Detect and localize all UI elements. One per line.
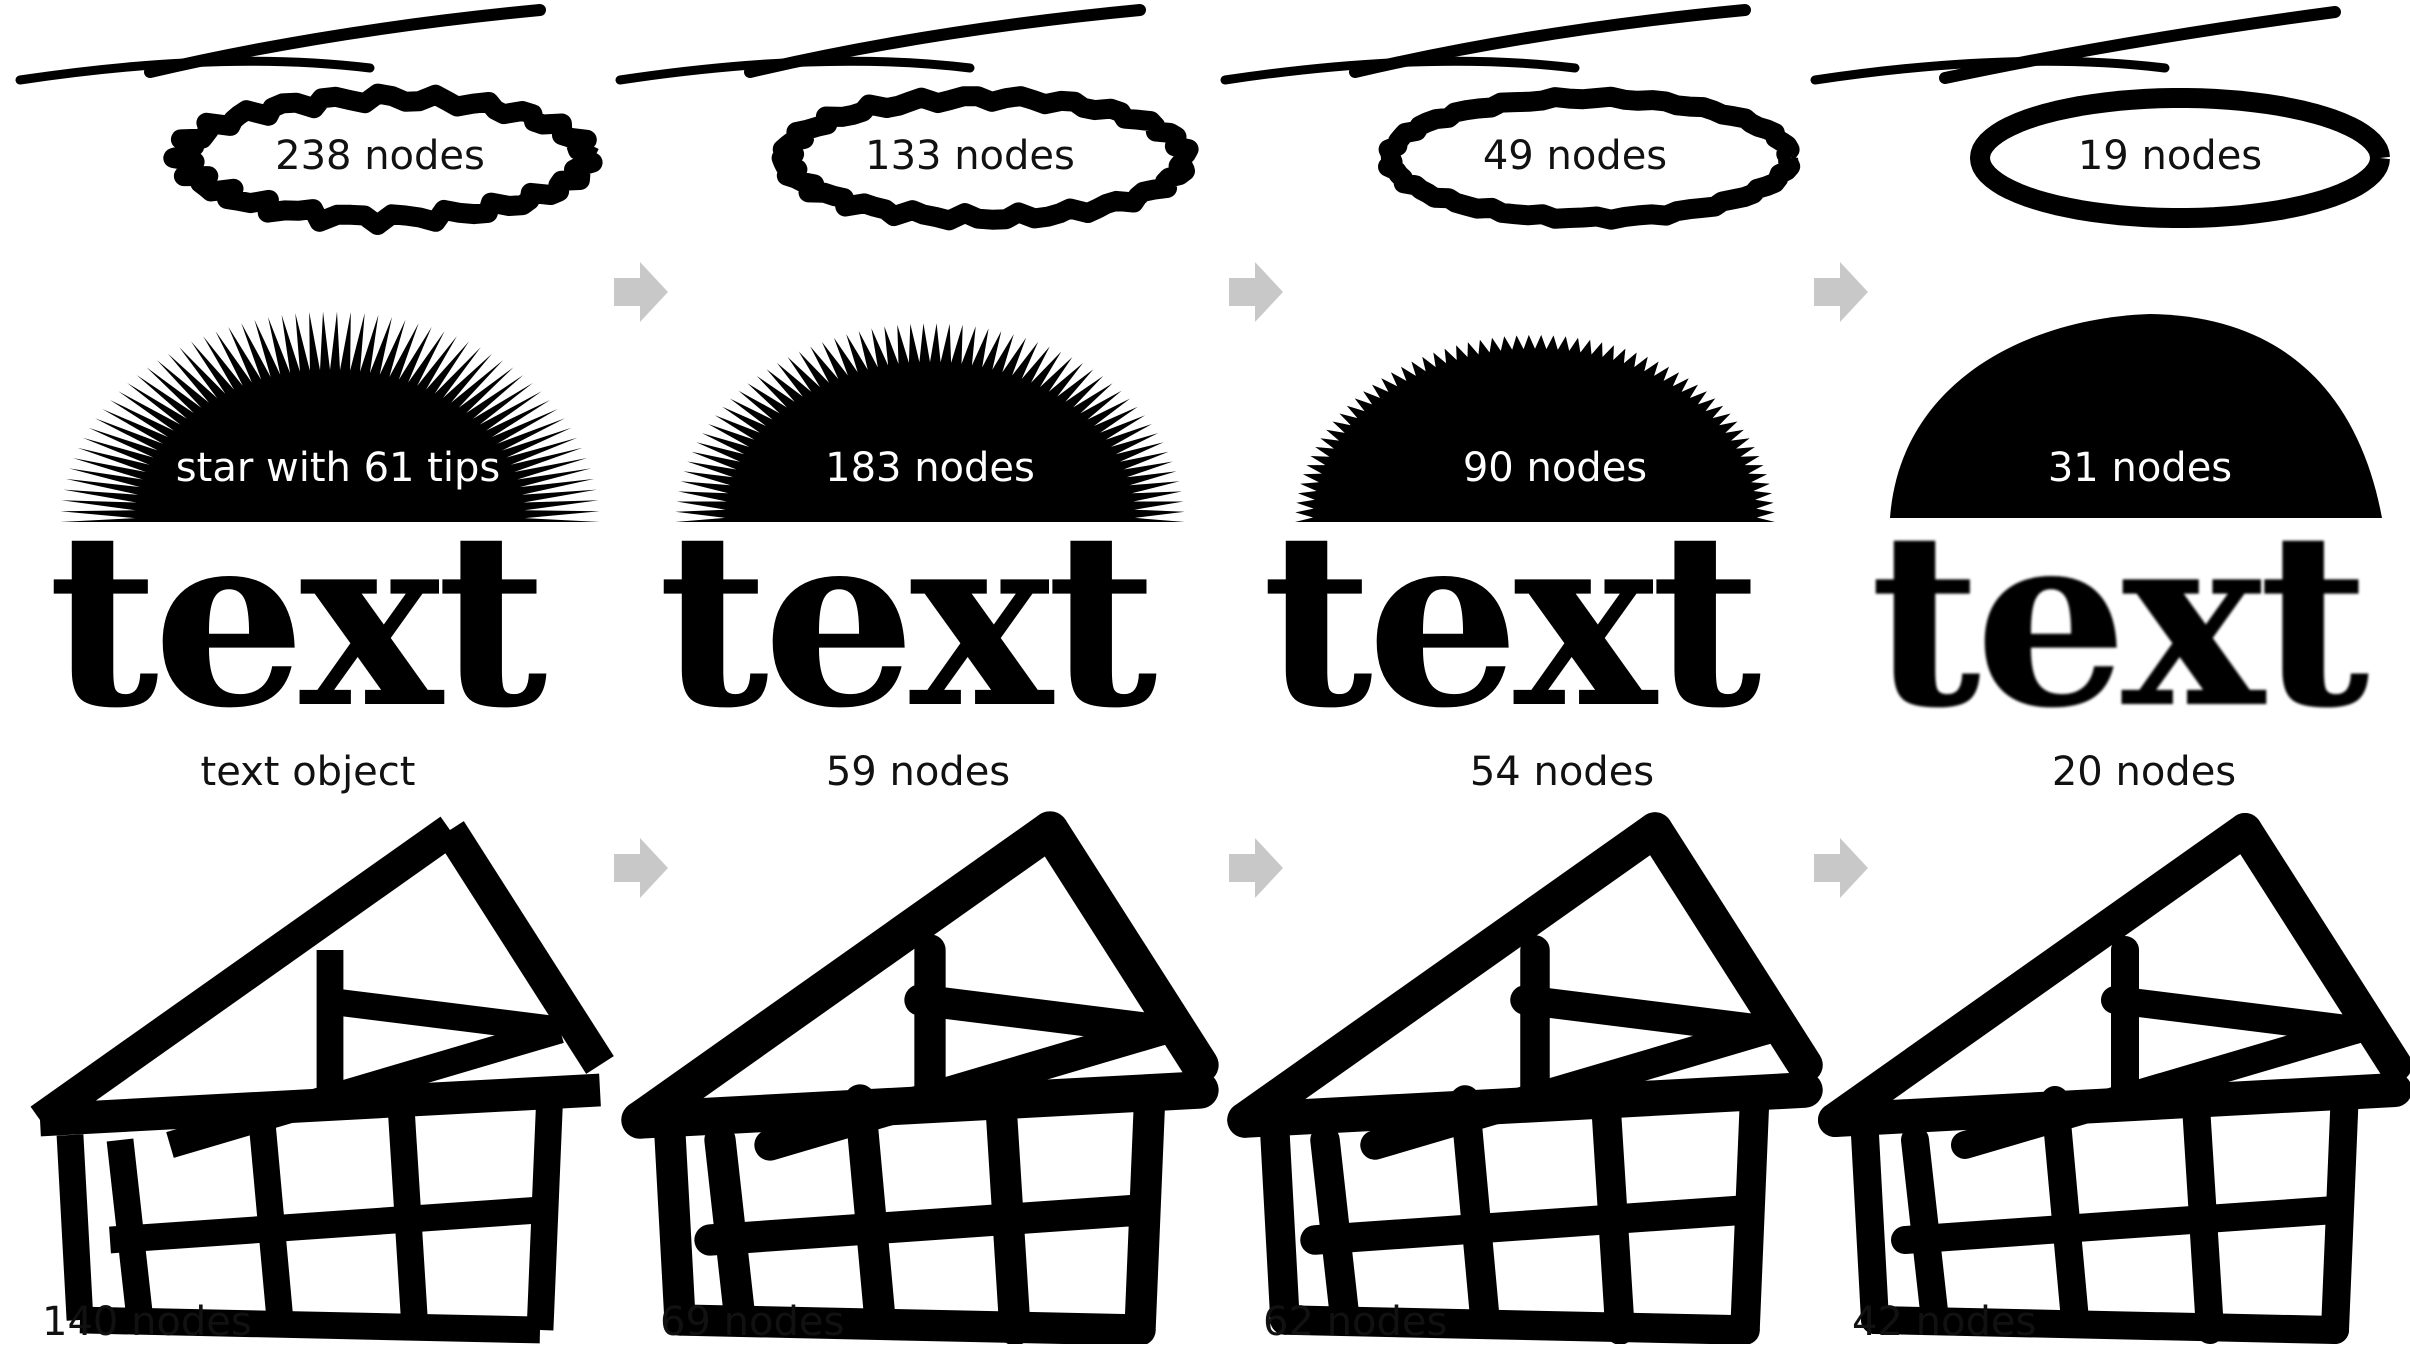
star-shape-1 (60, 311, 600, 522)
greenhouse-beam (1300, 1195, 1760, 1255)
house-label-3: 62 nodes (1263, 1299, 1448, 1345)
right-arrow-icon (1814, 838, 1868, 898)
greenhouse-beam (694, 1194, 1156, 1256)
scribble-loop-1 (163, 83, 603, 235)
greenhouse-beam (1818, 813, 2262, 1137)
star-label-1: star with 61 tips (175, 445, 501, 491)
greenhouse-beam (1851, 1121, 1889, 1334)
star-label-2: 183 nodes (825, 445, 1035, 491)
greenhouse-beam (1260, 1120, 1300, 1335)
greenhouse-beam (56, 1134, 94, 1321)
right-arrow-icon (614, 262, 668, 322)
star-label-3: 90 nodes (1462, 445, 1648, 491)
scribble-label-1: 238 nodes (275, 133, 485, 179)
scribble-label-3: 49 nodes (1482, 133, 1668, 179)
text-word-3: text (1262, 479, 1761, 761)
greenhouse-beam (2228, 813, 2410, 1082)
greenhouse-beam (526, 1089, 564, 1331)
scribble-label-4: 19 nodes (2077, 133, 2263, 179)
greenhouse-beam (1270, 1305, 1760, 1345)
right-arrow-icon (1229, 838, 1283, 898)
greenhouse-beam (1637, 812, 1823, 1083)
house-label-1: 140 nodes (42, 1299, 252, 1345)
scribble-loop-3 (1378, 86, 1801, 230)
text-label-4: 20 nodes (2051, 749, 2237, 795)
greenhouse-beam (1861, 1306, 2349, 1344)
scribble-stroke-left-2 (615, 56, 975, 85)
greenhouse-beam (166, 1017, 564, 1158)
text-label-2: 59 nodes (825, 749, 1011, 795)
scribble-stroke-left-1 (15, 56, 375, 85)
scribble-loop-2 (771, 86, 1199, 231)
greenhouse-1 (30, 816, 614, 1344)
star-shape-3 (1295, 334, 1775, 522)
scribble-stroke-top-4 (1939, 6, 2341, 84)
greenhouse-beam (436, 821, 614, 1074)
right-arrow-icon (1229, 262, 1283, 322)
right-arrow-icon (614, 838, 668, 898)
greenhouse-beam (664, 1304, 1156, 1346)
greenhouse-beam (109, 1196, 541, 1254)
greenhouse-beam (621, 811, 1069, 1139)
scribble-loop-4 (1970, 88, 2390, 228)
greenhouse-beam (1951, 1016, 2369, 1159)
greenhouse-3 (1227, 812, 1823, 1345)
house-label-2: 69 nodes (660, 1299, 845, 1345)
greenhouse-beam (1510, 985, 1780, 1045)
greenhouse-beam (79, 1306, 541, 1344)
star-shape-4 (1890, 314, 2382, 518)
scribble-stroke-left-4 (1810, 56, 2170, 85)
greenhouse-beam (754, 1014, 1176, 1161)
text-word-2: text (658, 479, 1157, 761)
star-shape-2 (675, 323, 1185, 522)
text-word-1: text (48, 479, 547, 761)
greenhouse-beam (2041, 1086, 2089, 1334)
text-word-4: text (1870, 479, 2369, 761)
scribble-label-2: 133 nodes (865, 133, 1075, 179)
text-label-3: 54 nodes (1469, 749, 1655, 795)
greenhouse-beam (1450, 1085, 1500, 1335)
greenhouse-beam (2101, 986, 2369, 1044)
right-arrow-icon (1814, 262, 1868, 322)
scribble-stroke-left-3 (1220, 56, 1580, 85)
greenhouse-4 (1818, 813, 2410, 1344)
text-label-1: text object (200, 749, 416, 795)
greenhouse-beam (844, 1084, 896, 1336)
greenhouse-beam (30, 816, 460, 1134)
star-label-4: 31 nodes (2047, 445, 2233, 491)
house-label-4: 42 nodes (1852, 1299, 2037, 1345)
greenhouse-beam (318, 986, 562, 1044)
greenhouse-2 (621, 811, 1219, 1346)
greenhouse-beam (1227, 812, 1673, 1138)
greenhouse-beam (654, 1119, 696, 1336)
greenhouse-beam (1360, 1015, 1780, 1160)
greenhouse-beam (1891, 1196, 2349, 1254)
greenhouse-beam (246, 1098, 294, 1322)
greenhouse-beam (904, 984, 1176, 1046)
